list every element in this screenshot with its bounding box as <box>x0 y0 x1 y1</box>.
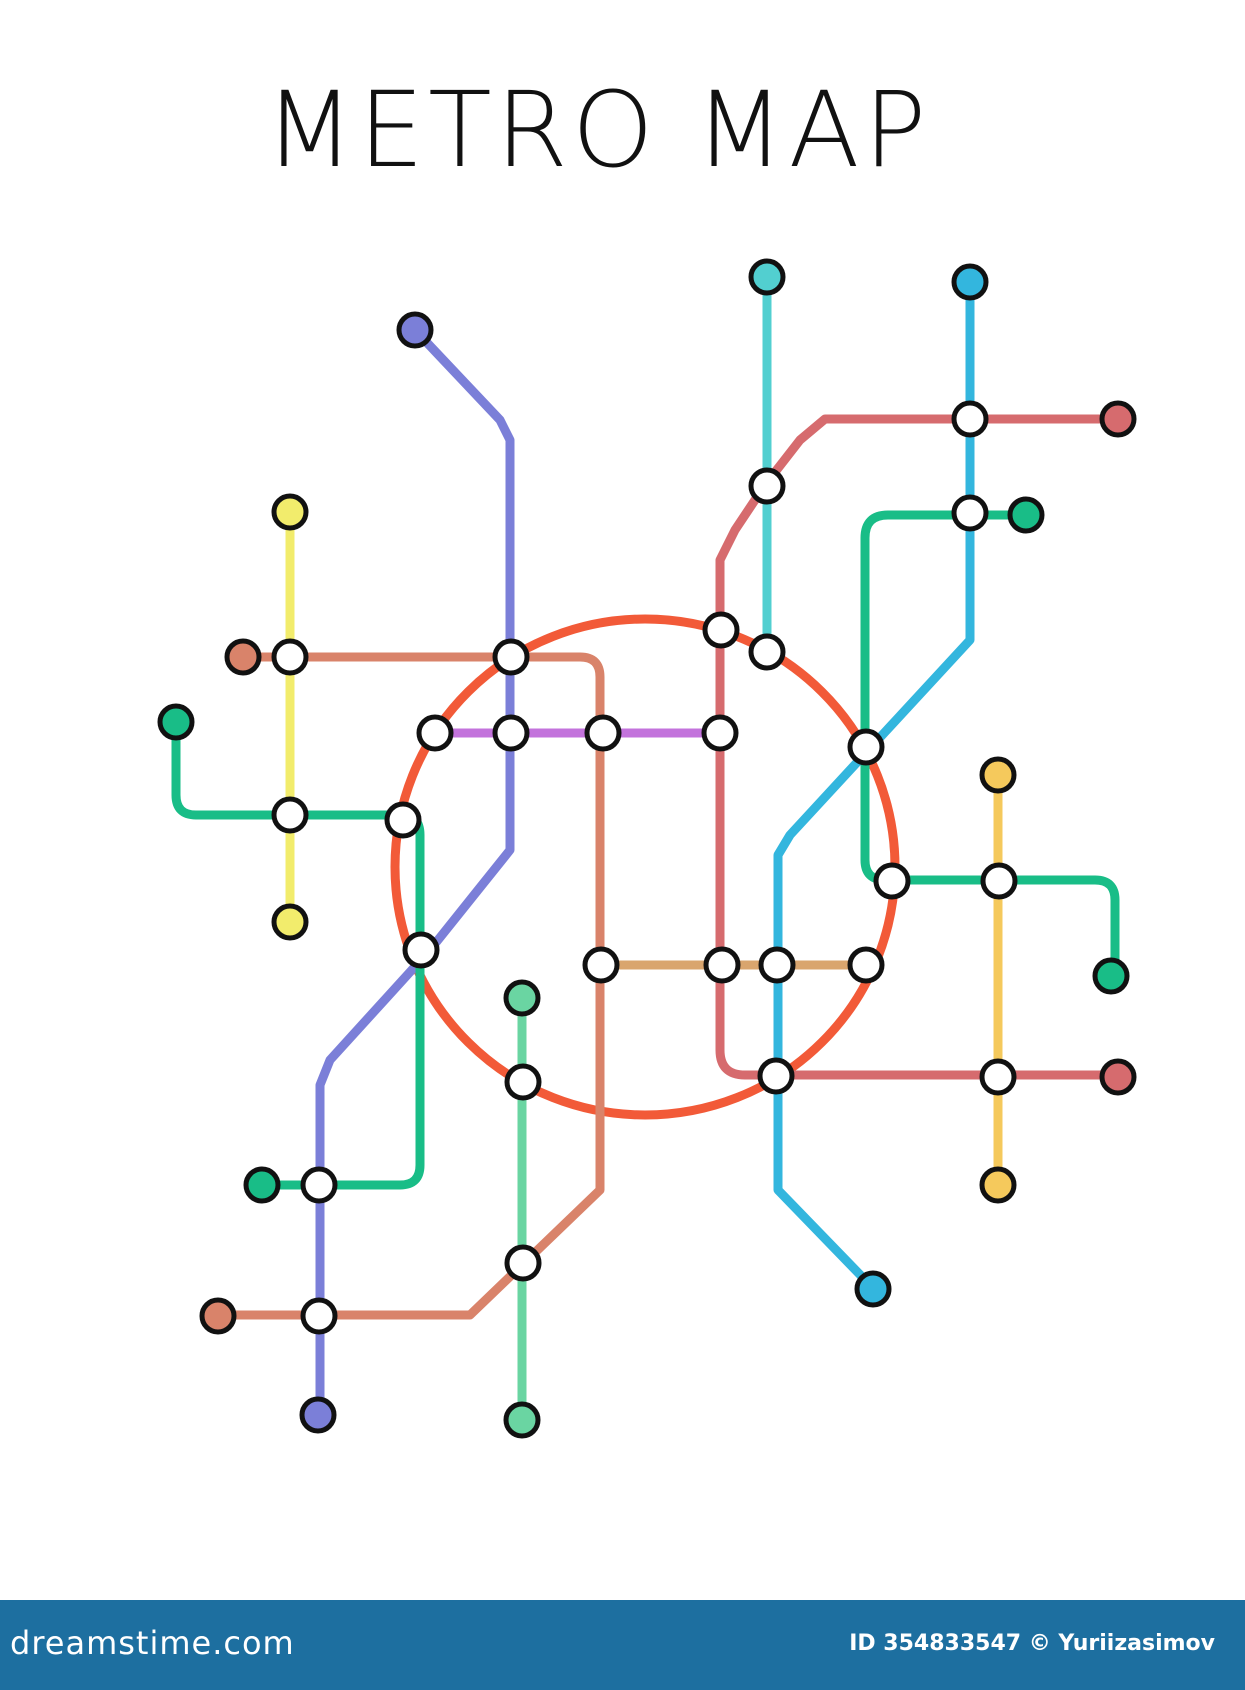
line-sky <box>773 277 975 1290</box>
interchange-station[interactable] <box>492 638 530 676</box>
terminal-station-mint[interactable] <box>503 1401 541 1439</box>
terminal-station-salmon[interactable] <box>224 638 262 676</box>
interchange-station[interactable] <box>873 862 911 900</box>
interchange-station[interactable] <box>951 494 989 532</box>
terminal-station-green-west[interactable] <box>157 703 195 741</box>
terminal-station-cyan[interactable] <box>748 258 786 296</box>
map-title: METRO MAP <box>264 69 931 191</box>
interchange-station[interactable] <box>847 728 885 766</box>
interchange-station[interactable] <box>951 400 989 438</box>
interchange-station[interactable] <box>847 946 885 984</box>
interchange-station[interactable] <box>584 714 622 752</box>
interchange-station[interactable] <box>416 714 454 752</box>
terminal-station-gold[interactable] <box>979 1166 1017 1204</box>
interchange-station[interactable] <box>504 1244 542 1282</box>
terminal-station-red[interactable] <box>1099 400 1137 438</box>
terminal-station-sky[interactable] <box>951 263 989 301</box>
interchange-station[interactable] <box>701 714 739 752</box>
metro-map <box>157 258 1137 1439</box>
terminal-station-yellow[interactable] <box>271 903 309 941</box>
line-green-east <box>860 510 1120 981</box>
brand-logo[interactable]: dreamstime.com <box>10 1624 295 1662</box>
line-blue <box>315 325 515 1420</box>
interchange-station[interactable] <box>702 611 740 649</box>
terminal-station-yellow[interactable] <box>271 493 309 531</box>
interchange-station[interactable] <box>300 1166 338 1204</box>
stations-layer <box>271 400 1018 1335</box>
interchange-station[interactable] <box>271 638 309 676</box>
terminal-station-green-east[interactable] <box>1007 496 1045 534</box>
line-green-west <box>171 717 425 1190</box>
interchange-station[interactable] <box>492 714 530 752</box>
interchange-station[interactable] <box>402 931 440 969</box>
interchange-station[interactable] <box>980 862 1018 900</box>
line-ring <box>390 614 900 1120</box>
line-salmon <box>213 652 605 1320</box>
terminal-station-green-west[interactable] <box>243 1166 281 1204</box>
terminal-station-gold[interactable] <box>979 756 1017 794</box>
terminal-station-mint[interactable] <box>503 979 541 1017</box>
terminal-station-sky[interactable] <box>854 1270 892 1308</box>
interchange-station[interactable] <box>979 1058 1017 1096</box>
interchange-station[interactable] <box>758 946 796 984</box>
interchange-station[interactable] <box>748 467 786 505</box>
interchange-station[interactable] <box>504 1063 542 1101</box>
interchange-station[interactable] <box>757 1057 795 1095</box>
terminals-layer <box>157 258 1137 1439</box>
interchange-station[interactable] <box>300 1297 338 1335</box>
terminal-station-salmon[interactable] <box>199 1297 237 1335</box>
footer-bar: dreamstime.com ID 354833547 © Yuriizasim… <box>0 1600 1245 1690</box>
interchange-station[interactable] <box>703 946 741 984</box>
lines-layer <box>171 272 1123 1425</box>
interchange-station[interactable] <box>384 801 422 839</box>
interchange-station[interactable] <box>271 796 309 834</box>
terminal-station-blue[interactable] <box>299 1396 337 1434</box>
terminal-station-green-east[interactable] <box>1092 957 1130 995</box>
interchange-station[interactable] <box>582 946 620 984</box>
terminal-station-red[interactable] <box>1099 1058 1137 1096</box>
terminal-station-blue[interactable] <box>396 311 434 349</box>
image-credit: ID 354833547 © Yuriizasimov <box>849 1631 1215 1656</box>
interchange-station[interactable] <box>748 633 786 671</box>
